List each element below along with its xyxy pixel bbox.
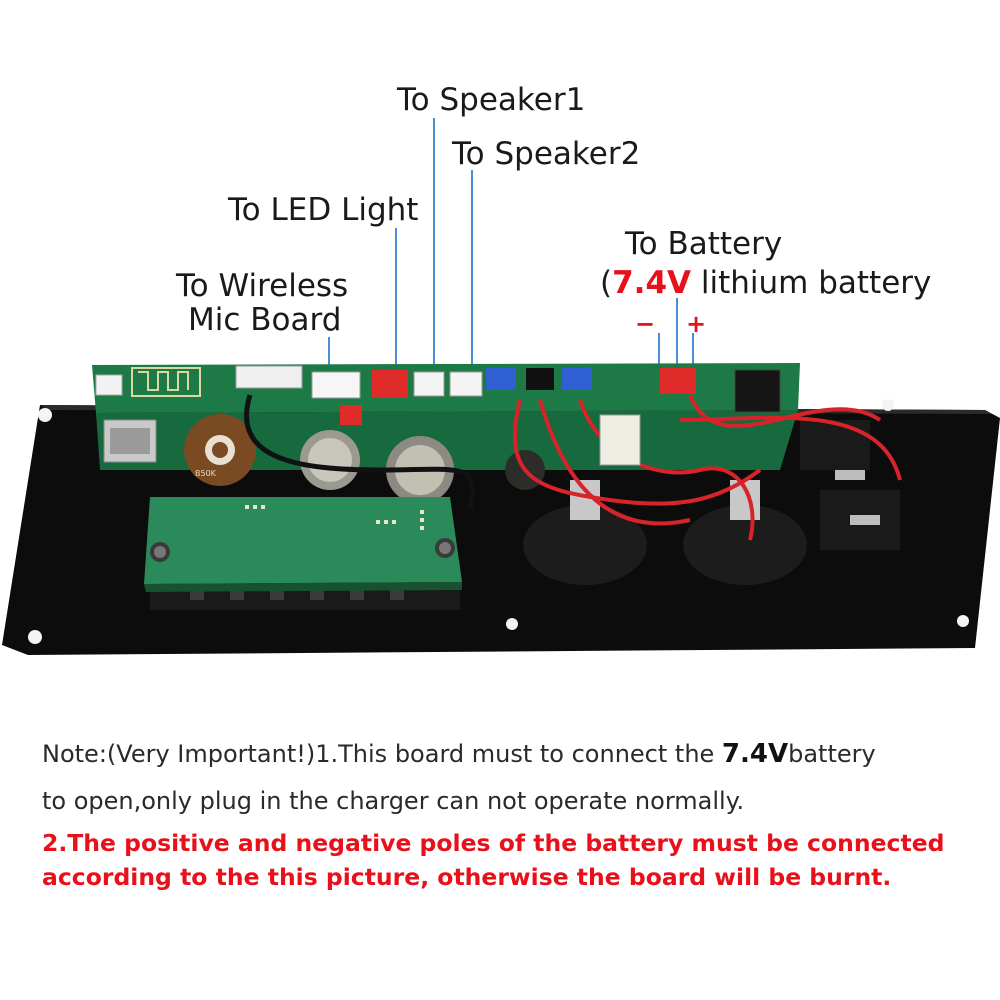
label-to-battery-line2: (7.4V lithium battery — [600, 268, 931, 299]
mount-hole — [882, 399, 894, 411]
leader-speaker2 — [471, 170, 473, 374]
mount-hole — [957, 615, 969, 627]
speaker-terminal — [683, 505, 807, 585]
red-wire — [513, 399, 762, 506]
battery-type: lithium battery — [691, 265, 932, 301]
fuse-holder — [599, 414, 641, 466]
speaker-terminal — [523, 505, 647, 585]
connector-speaker1 — [413, 371, 445, 397]
leader-battery-pos — [692, 333, 694, 375]
label-to-speaker1: To Speaker1 — [397, 82, 586, 118]
dc-jack — [734, 369, 781, 413]
note-voltage: 7.4V — [721, 739, 789, 769]
audio-jack — [800, 420, 870, 470]
warning-line2: according to the this picture, otherwise… — [42, 863, 892, 891]
mount-hole — [38, 408, 52, 422]
led-display-board — [144, 497, 462, 584]
red-wire — [679, 415, 902, 481]
battery-paren: ( — [600, 265, 613, 301]
jumper-black — [526, 368, 554, 390]
mount-hole — [506, 618, 518, 630]
label-to-led-light: To LED Light — [228, 192, 419, 228]
jumper-blue — [562, 368, 592, 390]
leader-led — [395, 228, 397, 374]
connector-led — [372, 370, 408, 398]
connector-speaker2 — [449, 371, 483, 397]
jumper-blue — [486, 368, 516, 390]
connector-white — [95, 374, 123, 396]
note-line2: to open,only plug in the charger can not… — [42, 787, 745, 815]
leader-speaker1 — [433, 118, 435, 374]
mount-hole — [28, 630, 42, 644]
label-to-battery-line1: To Battery — [625, 226, 783, 262]
battery-negative-sign: − — [635, 310, 656, 338]
red-jumper — [340, 405, 362, 425]
battery-positive-sign: + — [686, 310, 707, 338]
label-to-wireless-mic-line2: Mic Board — [188, 302, 342, 338]
connector-mic — [235, 365, 303, 389]
wifi-antenna — [131, 367, 201, 397]
note-line1-end: battery — [788, 740, 876, 768]
note-intro: Note:(Very Important!)1.This board must … — [42, 740, 722, 768]
connector-mic-plug — [311, 371, 361, 399]
connector-battery — [660, 368, 696, 394]
red-wire — [688, 394, 882, 428]
leader-mic — [328, 337, 330, 374]
note-line1: Note:(Very Important!)1.This board must … — [42, 741, 876, 767]
leader-battery-label — [676, 298, 678, 370]
leader-battery-neg — [658, 333, 660, 375]
label-to-speaker2: To Speaker2 — [452, 136, 641, 172]
red-wire — [538, 399, 691, 526]
warning-line1: 2.The positive and negative poles of the… — [42, 829, 945, 857]
pot-label: B50K — [195, 469, 217, 478]
amplifier-board-photo: B50K — [2, 363, 1000, 655]
battery-voltage: 7.4V — [612, 265, 692, 301]
label-to-wireless-mic-line1: To Wireless — [176, 268, 349, 304]
black-wire — [244, 394, 475, 511]
